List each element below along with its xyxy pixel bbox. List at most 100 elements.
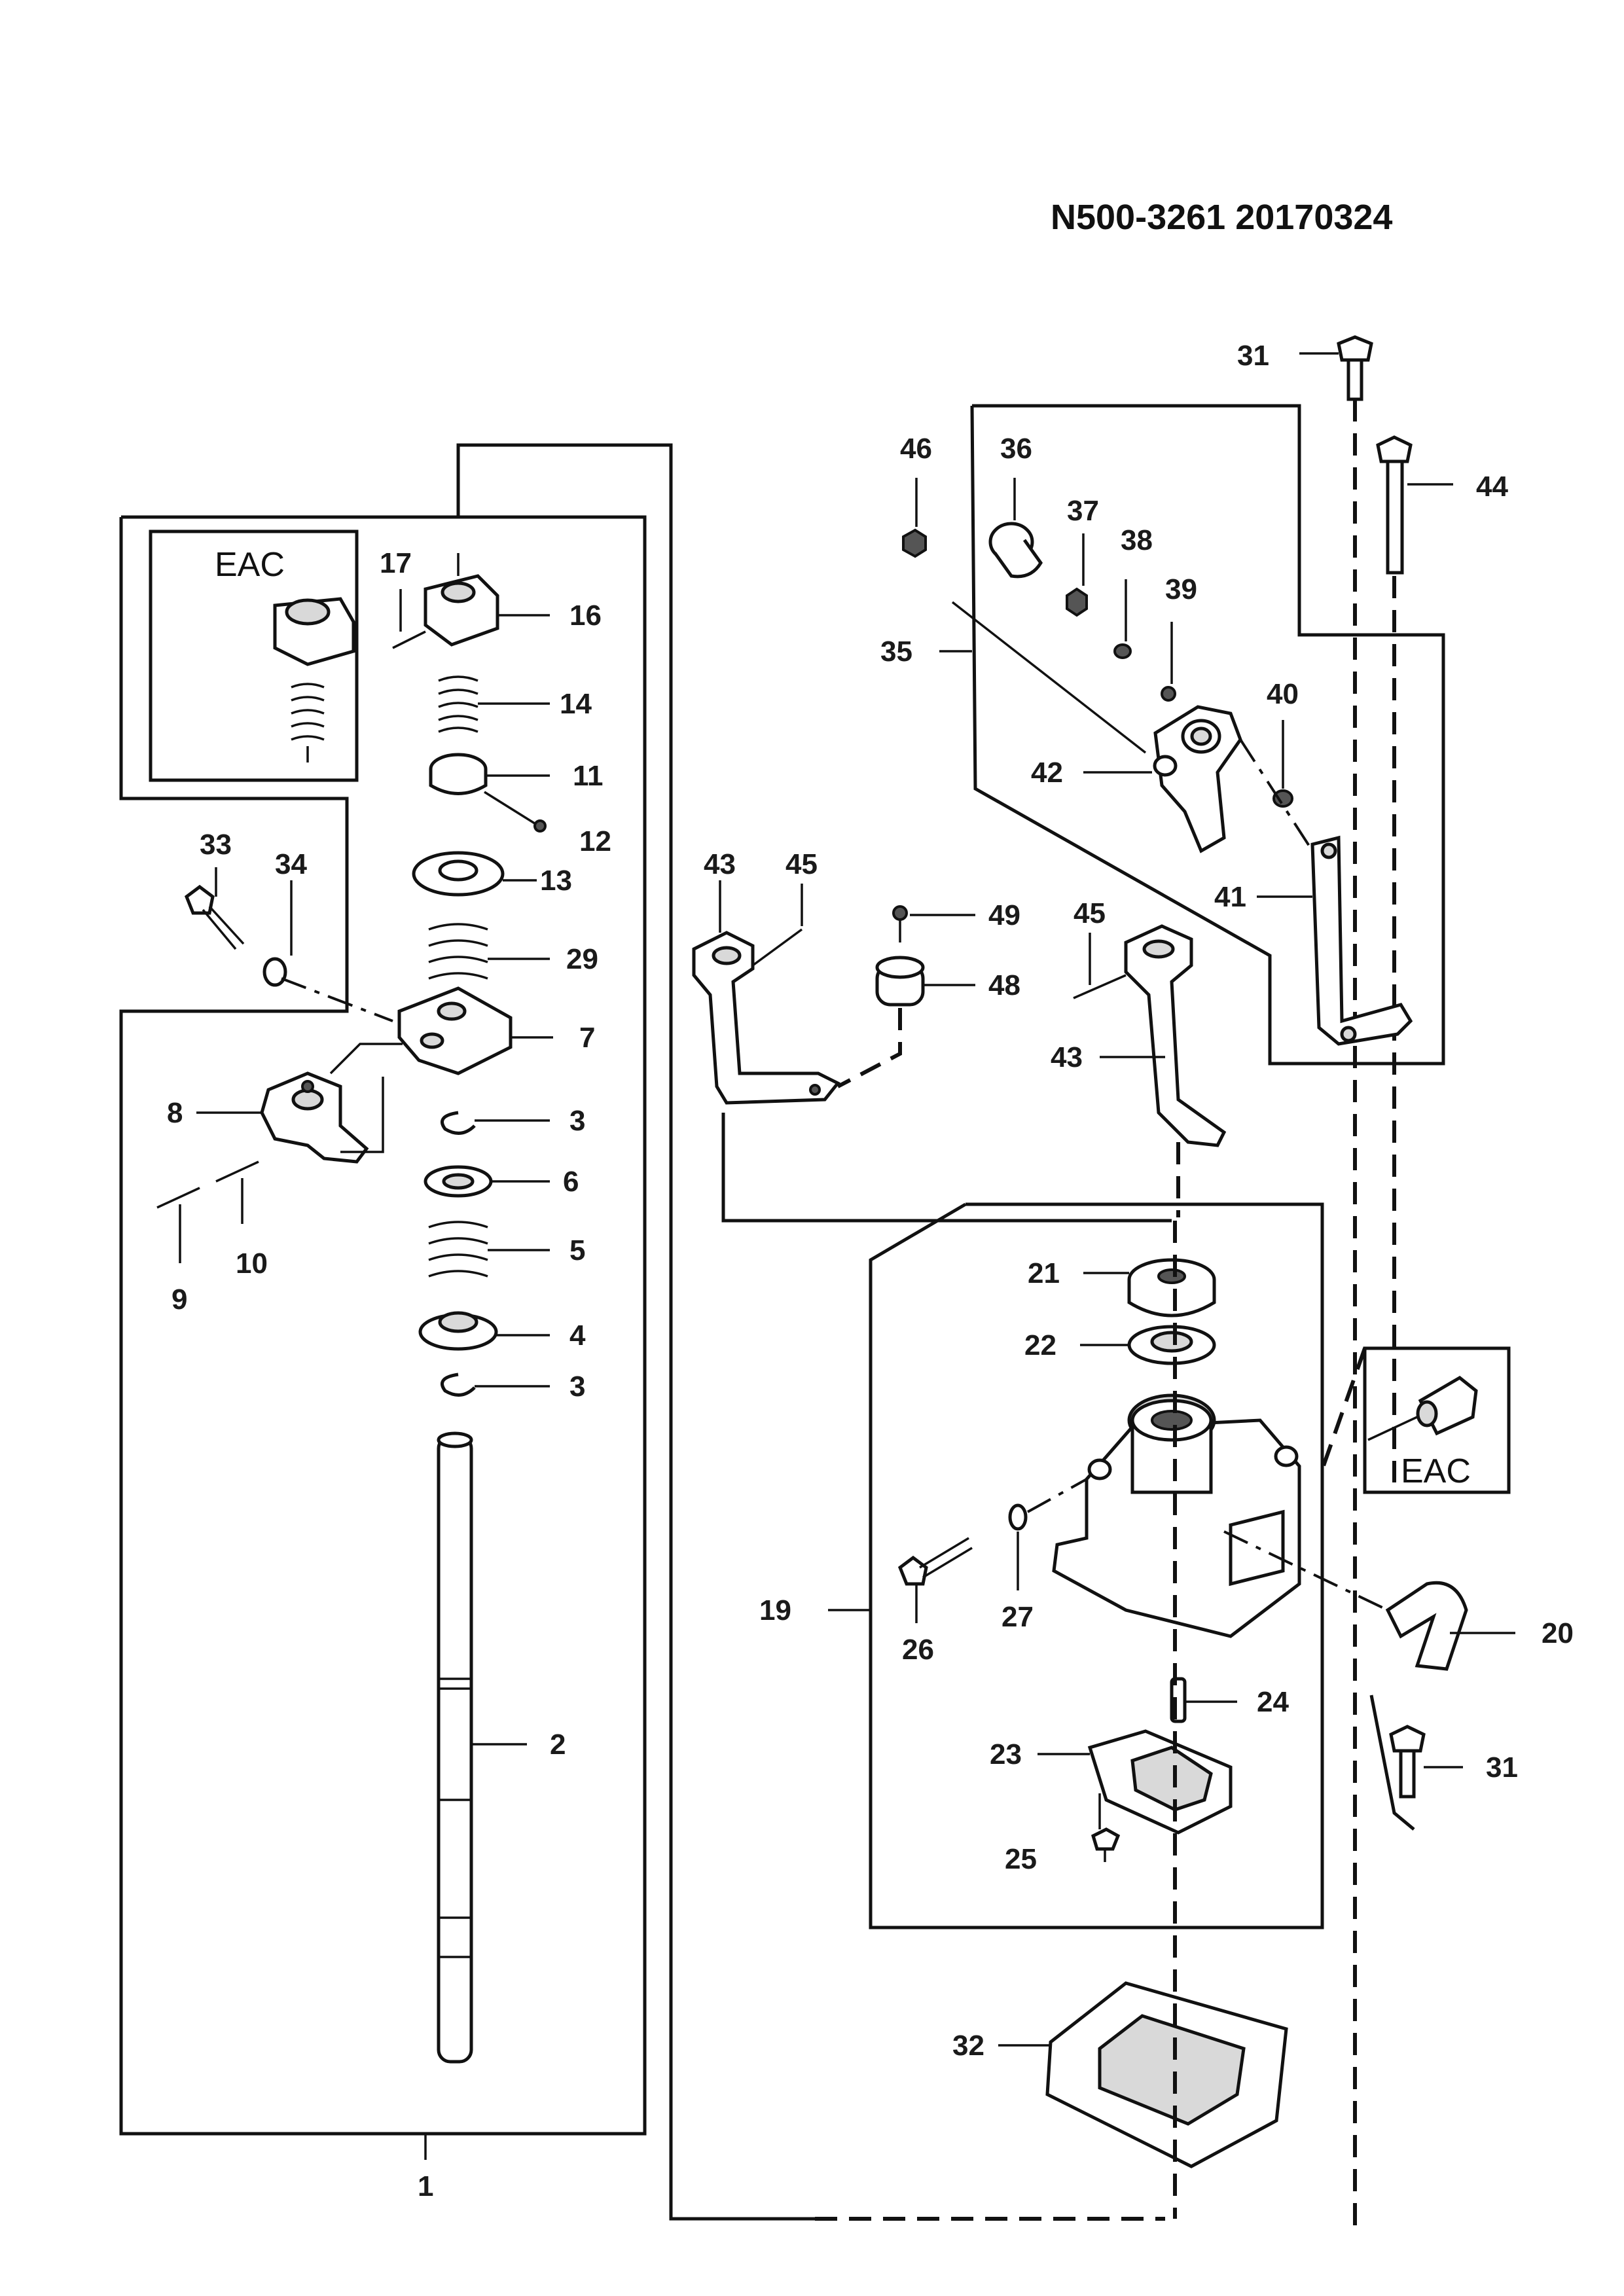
part-23-gasket: [1087, 1729, 1233, 1835]
part-34-washer: [262, 957, 287, 987]
callout-45-right: 45: [1074, 897, 1106, 929]
axis-46-42: [951, 601, 1147, 754]
callout-43-left: 43: [704, 848, 736, 880]
callout-16: 16: [569, 600, 602, 632]
callout-49: 49: [988, 899, 1020, 931]
part-33-bolt: [184, 884, 245, 950]
part-37-nut: [1066, 587, 1088, 617]
callout-6: 6: [563, 1166, 579, 1198]
part-43-arm-right: [1124, 924, 1227, 1147]
callout-13: 13: [540, 865, 572, 897]
document-code: N500-3261 20170324: [1051, 198, 1392, 237]
part-32-gasket: [1045, 1981, 1288, 2168]
connector-31-lower: [1369, 1695, 1415, 1831]
callout-17: 17: [380, 547, 412, 579]
part-26-bolt: [897, 1537, 973, 1586]
part-25-screw: [1091, 1827, 1121, 1862]
callout-11: 11: [573, 760, 604, 792]
part-6-washer: [424, 1165, 493, 1198]
lever-frame: [970, 404, 1445, 1066]
part-20-hose: [1385, 1581, 1468, 1671]
callout-39: 39: [1165, 573, 1197, 605]
part-49-screw: [892, 905, 908, 942]
callout-8: 8: [167, 1097, 183, 1129]
callout-23: 23: [990, 1738, 1022, 1770]
part-22-washer: [1127, 1325, 1216, 1365]
part-39-pin: [1161, 686, 1176, 702]
callout-3a: 3: [569, 1105, 585, 1137]
callout-38: 38: [1121, 524, 1153, 556]
part-41-link: [1310, 835, 1413, 1046]
eac-sensor: [1367, 1375, 1478, 1441]
part-12-pin: [484, 791, 547, 833]
callout-3b: 3: [569, 1371, 585, 1403]
part-44-bolt: [1376, 435, 1413, 575]
callout-48: 48: [988, 969, 1020, 1001]
eac-inset-left: [149, 529, 359, 782]
callout-5: 5: [569, 1234, 585, 1266]
part-17-pin: [392, 630, 426, 649]
callout-31-lower: 31: [1486, 1751, 1518, 1784]
axis-48-43: [837, 1008, 902, 1088]
callout-29: 29: [566, 943, 598, 975]
part-40-bush: [1272, 789, 1293, 808]
callout-14: 14: [560, 688, 592, 720]
callout-1: 1: [418, 2170, 433, 2202]
part-31-bolt-top: [1337, 335, 1373, 401]
part-10-pin: [215, 1160, 259, 1183]
callout-19: 19: [759, 1594, 791, 1626]
callout-7: 7: [579, 1022, 595, 1054]
part-45-pin-right: [1073, 974, 1127, 999]
part-42-lever: [1153, 705, 1242, 853]
axis-housing-right: [1320, 1348, 1367, 1470]
eac-inset-right: [1363, 1346, 1511, 1494]
callout-32: 32: [952, 2030, 984, 2062]
connector-line-top: [456, 443, 815, 2221]
callout-24: 24: [1257, 1686, 1289, 1718]
part-48-bushing: [875, 956, 925, 1007]
callout-36: 36: [1000, 433, 1032, 465]
callout-33: 33: [200, 829, 232, 861]
callout-37: 37: [1067, 495, 1099, 527]
callout-42: 42: [1031, 757, 1063, 789]
part-5-spring: [428, 1221, 488, 1278]
callout-4: 4: [569, 1319, 586, 1352]
callout-26: 26: [902, 1634, 934, 1666]
part-2-shaft: [437, 1431, 473, 2064]
leader-8-link: [329, 1043, 403, 1075]
callout-2: 2: [550, 1729, 566, 1761]
part-21-damper: [1127, 1258, 1216, 1318]
callout-34: 34: [275, 848, 307, 880]
left-assembly-frame: [119, 515, 647, 2136]
part-46-nut: [902, 528, 927, 558]
part-7-bracket: [397, 986, 513, 1075]
part-3-clip-lower: [441, 1372, 476, 1397]
callout-25: 25: [1005, 1843, 1037, 1875]
part-9-pin: [156, 1187, 200, 1209]
leader-8-link-b: [340, 1077, 384, 1153]
axis-26-19: [1027, 1478, 1087, 1513]
part-11-collar: [429, 753, 488, 795]
part-27-washer: [1008, 1503, 1028, 1531]
axis-41: [1239, 738, 1314, 852]
part-36-bushing: [988, 522, 1043, 579]
callout-20: 20: [1542, 1617, 1574, 1649]
eac-spring: [291, 683, 325, 762]
callout-31-top: 31: [1237, 340, 1269, 372]
part-45-pin-left: [751, 928, 803, 967]
connector-mid: [721, 1113, 1172, 1223]
part-16-block: [424, 553, 499, 647]
callout-43-right: 43: [1051, 1041, 1083, 1073]
part-8-fork: [260, 1071, 369, 1164]
callout-12: 12: [579, 825, 611, 857]
callout-45-left: 45: [785, 848, 818, 880]
eac-guide-block: [273, 597, 355, 666]
housing-frame: [869, 1202, 1324, 1929]
callout-10: 10: [236, 1247, 268, 1280]
part-38-washer: [1113, 643, 1132, 659]
part-29-spring: [428, 923, 488, 980]
callout-35: 35: [880, 636, 912, 668]
eac-label-left: EAC: [215, 546, 285, 584]
callout-22: 22: [1024, 1329, 1056, 1361]
